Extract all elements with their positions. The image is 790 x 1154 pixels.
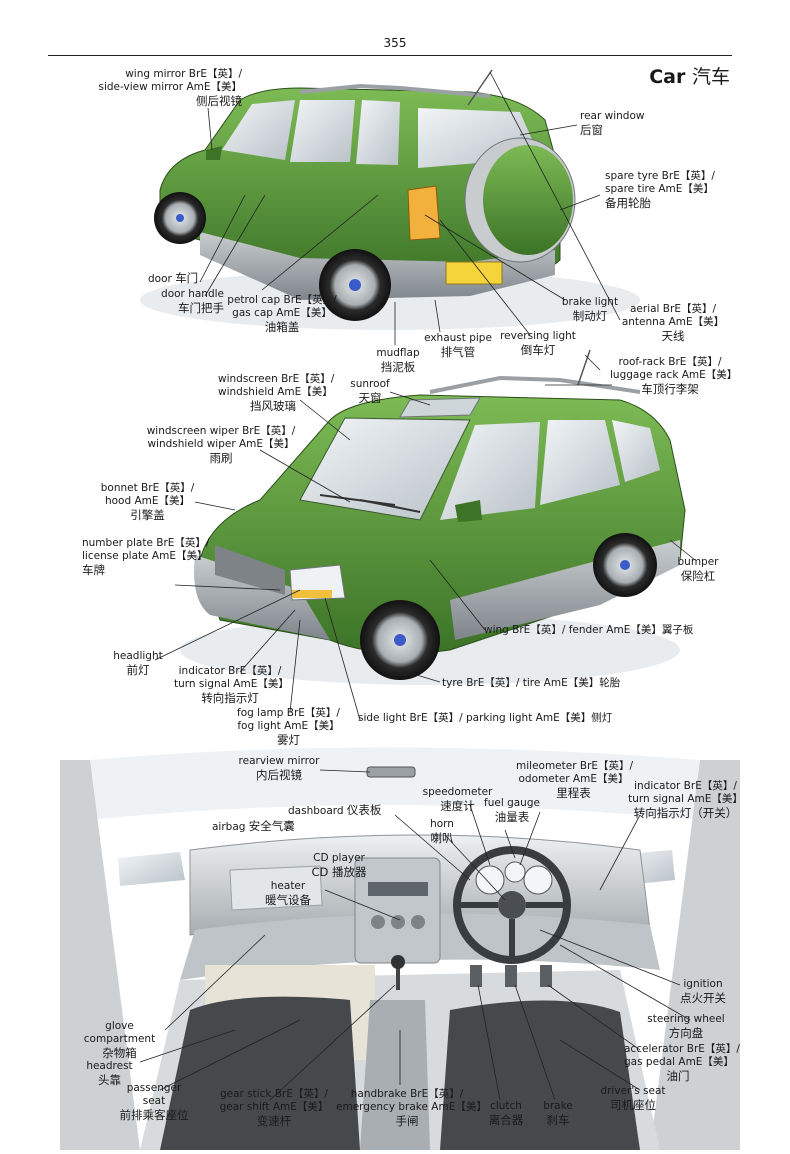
label-indicator-front: indicator BrE【英】/ turn signal AmE【美】 转向指…	[174, 665, 289, 705]
label-handbrake: handbrake BrE【英】/ emergency brake AmE【美】…	[336, 1088, 487, 1128]
label-tyre: tyre BrE【英】/ tire AmE【美】轮胎	[442, 677, 621, 689]
label-indicator-dash: indicator BrE【英】/ turn signal AmE【美】 转向指…	[628, 780, 743, 820]
header-rule	[48, 55, 732, 56]
label-aerial: aerial BrE【英】/ antenna AmE【美】 天线	[621, 303, 725, 343]
title-en: Car	[649, 66, 686, 88]
label-dashboard: dashboard 仪表板	[288, 803, 382, 818]
label-horn: horn 喇叭	[430, 818, 454, 845]
label-clutch: clutch 离合器	[488, 1100, 524, 1127]
label-brake-light: brake light 制动灯	[561, 296, 619, 323]
label-rearview-mirror: rearview mirror 内后视镜	[238, 755, 320, 782]
label-petrol-cap: petrol cap BrE【英】/ gas cap AmE【美】 油箱盖	[227, 294, 337, 334]
label-spare-tyre: spare tyre BrE【英】/ spare tire AmE【美】 备用轮…	[605, 170, 715, 210]
label-rear-window: rear window 后窗	[580, 110, 645, 137]
label-passenger-seat: passenger seat 前排乘客座位	[119, 1082, 189, 1122]
label-number-plate: number plate BrE【英】/ license plate AmE【美…	[82, 537, 210, 577]
label-mudflap: mudflap 挡泥板	[376, 347, 420, 374]
page-number: 355	[383, 36, 407, 50]
label-mileometer: mileometer BrE【英】/ odometer AmE【美】 里程表	[516, 760, 634, 800]
label-door: door 车门	[148, 271, 199, 286]
label-steering-wheel: steering wheel 方向盘	[647, 1013, 725, 1040]
label-wing: wing BrE【英】/ fender AmE【美】翼子板	[484, 624, 694, 636]
label-bonnet: bonnet BrE【英】/ hood AmE【美】 引擎盖	[100, 482, 195, 522]
label-reversing-light: reversing light 倒车灯	[500, 330, 576, 357]
label-exhaust-pipe: exhaust pipe 排气管	[424, 332, 492, 359]
label-headrest: headrest 头靠	[86, 1060, 133, 1087]
label-fuel-gauge: fuel gauge 油量表	[484, 797, 540, 824]
label-roof-rack: roof-rack BrE【英】/ luggage rack AmE【美】 车顶…	[610, 356, 738, 396]
car-rear-view	[140, 69, 640, 330]
label-accelerator: accelerator BrE【英】/ gas pedal AmE【美】 油门	[624, 1043, 740, 1083]
label-side-light: side light BrE【英】/ parking light AmE【美】侧…	[358, 712, 613, 724]
label-ignition: ignition 点火开关	[680, 978, 726, 1005]
title-zh: 汽车	[691, 66, 730, 88]
label-speedometer: speedometer 速度计	[422, 786, 493, 813]
leader-lines	[139, 71, 696, 1101]
car-front-view	[180, 349, 686, 685]
label-airbag: airbag 安全气囊	[212, 819, 295, 834]
label-gear-stick: gear stick BrE【英】/ gear shift AmE【美】 变速杆	[219, 1088, 329, 1128]
label-wing-mirror: wing mirror BrE【英】/ side-view mirror AmE…	[98, 68, 242, 108]
car-interior	[60, 747, 740, 1150]
label-windscreen: windscreen BrE【英】/ windshield AmE【美】 挡风玻…	[218, 373, 335, 413]
label-headlight: headlight 前灯	[113, 650, 163, 677]
label-cd-player: CD player CD 播放器	[311, 852, 367, 879]
label-bumper: bumper 保险杠	[677, 556, 719, 583]
page-title: Car 汽车	[649, 62, 730, 89]
label-glove-compartment: glove compartment 杂物箱	[83, 1020, 156, 1060]
label-wiper: windscreen wiper BrE【英】/ windshield wipe…	[146, 425, 296, 465]
label-brake: brake 刹车	[543, 1100, 573, 1127]
label-fog-lamp: fog lamp BrE【英】/ fog light AmE【美】 雾灯	[237, 707, 340, 747]
label-door-handle: door handle 车门把手	[161, 288, 224, 315]
label-drivers-seat: driver's seat 司机座位	[600, 1085, 666, 1112]
label-heater: heater 暖气设备	[265, 880, 311, 907]
label-sunroof: sunroof 天窗	[350, 378, 390, 405]
